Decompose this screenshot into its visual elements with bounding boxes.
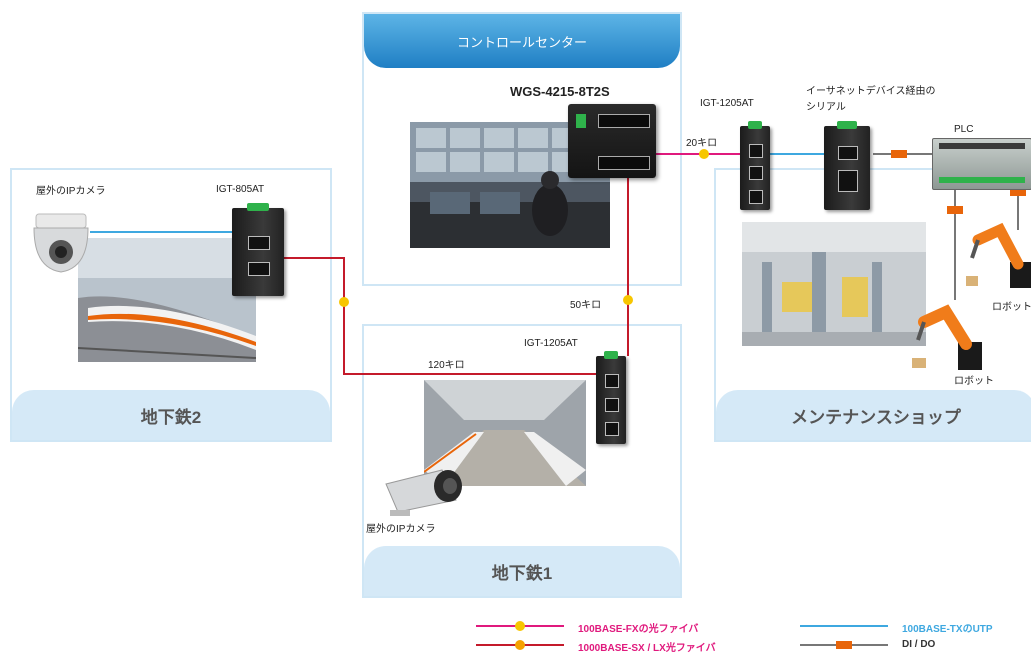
distance-50km-label: 50キロ <box>570 300 602 311</box>
serial-device-terminal <box>836 121 858 129</box>
igt805-switch <box>232 203 284 296</box>
control-center-title: コントロールセンター <box>364 14 680 68</box>
dome-camera-icon <box>26 210 96 280</box>
igt805-label: IGT-805AT <box>216 184 265 195</box>
robot-arm-1-icon <box>906 282 986 372</box>
igt1205-bottom-port-2 <box>605 398 619 412</box>
serial-device-port-serial <box>837 170 859 192</box>
igt1205-bottom-port-1 <box>605 374 619 388</box>
igt1205-bottom-label: IGT-1205AT <box>524 338 578 349</box>
legend-sx-label: 1000BASE-SX / LX光ファイバ <box>578 643 716 654</box>
subway1-zone: 地下鉄1 <box>362 324 682 598</box>
bullet-camera-icon <box>380 464 464 518</box>
igt1205-top-port-1 <box>749 144 763 158</box>
igt1205-bottom-switch <box>596 351 626 444</box>
robot-2-label: ロボット <box>992 302 1031 313</box>
igt1205-bottom-port-3 <box>605 422 619 436</box>
igt805-terminal <box>246 203 270 211</box>
igt805-port-1 <box>247 236 271 250</box>
subway2-train-photo <box>78 238 256 362</box>
plc-device <box>932 138 1031 190</box>
igt1205-top-switch <box>740 121 770 210</box>
plc-label: PLC <box>954 124 974 135</box>
serial-device-port-eth <box>837 146 859 160</box>
outdoor-camera-left-label: 屋外のIPカメラ <box>36 186 106 197</box>
wgs-power-terminal <box>576 114 586 128</box>
serial-device-label-line1: イーサネットデバイス経由の <box>806 86 936 97</box>
igt1205-top-port-2 <box>749 166 763 180</box>
igt1205-top-label: IGT-1205AT <box>700 98 754 109</box>
igt1205-top-terminal <box>748 121 762 129</box>
outdoor-camera-bottom-label: 屋外のIPカメラ <box>366 524 436 535</box>
plc-io-leds <box>939 177 1025 183</box>
distance-120km-label: 120キロ <box>428 360 465 371</box>
wgs-switch <box>568 104 656 178</box>
plc-terminal-strip <box>939 143 1025 149</box>
serial-device <box>824 121 870 210</box>
wgs-port-block-top <box>598 114 650 128</box>
subway2-title: 地下鉄2 <box>12 390 330 440</box>
legend-utp-label: 100BASE-TXのUTP <box>902 624 993 635</box>
maintenance-photo <box>742 222 926 346</box>
robot-1-label: ロボット <box>954 376 994 387</box>
igt1205-bottom-terminal <box>604 351 618 359</box>
wgs-port-block-bottom <box>598 156 650 170</box>
subway1-title: 地下鉄1 <box>364 546 680 596</box>
serial-device-label-line2: シリアル <box>806 102 846 113</box>
igt1205-top-port-3 <box>749 190 763 204</box>
robot-arm-2-icon <box>964 206 1031 290</box>
maintenance-title: メンテナンスショップ <box>716 390 1031 440</box>
igt805-port-2 <box>247 262 271 276</box>
wgs-switch-label: WGS-4215-8T2S <box>510 84 610 99</box>
legend-dido-label: DI / DO <box>902 639 936 650</box>
legend-fx-label: 100BASE-FXの光ファイバ <box>578 624 699 635</box>
distance-20km-label: 20キロ <box>686 138 718 149</box>
